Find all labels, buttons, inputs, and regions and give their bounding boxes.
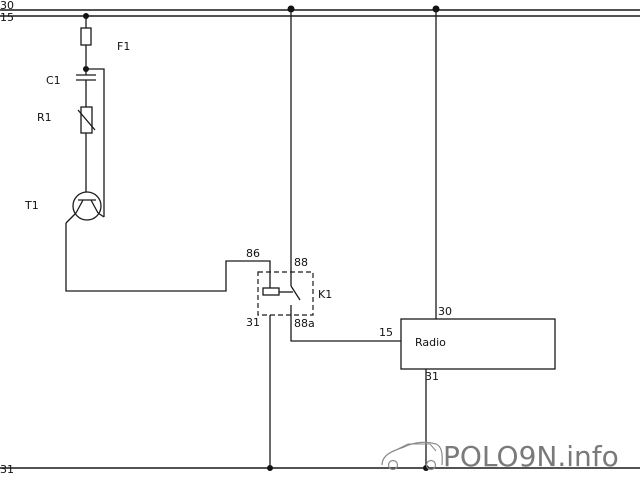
resistor-r1	[77, 106, 96, 192]
radio-box	[400, 318, 556, 370]
resistor-label: R1	[37, 111, 52, 124]
feedback-wire	[86, 68, 105, 217]
relay-label: K1	[318, 288, 332, 301]
capacitor-c1	[76, 74, 96, 107]
rail-15-label: 15	[0, 11, 14, 24]
radio-label: Radio	[415, 336, 446, 349]
transistor-t1	[65, 191, 105, 224]
relay-pin-88: 88	[294, 256, 308, 269]
fuse-f1	[80, 16, 92, 75]
relay-pin-86: 86	[246, 247, 260, 260]
switched-wire	[290, 315, 401, 342]
radio-pin-30: 30	[438, 305, 452, 318]
fuse-label: F1	[117, 40, 130, 53]
rail-30-label: 30	[0, 0, 14, 12]
logo-car-icon	[381, 441, 443, 471]
radio-pin-15: 15	[379, 326, 393, 339]
transistor-label: T1	[24, 199, 39, 212]
capacitor-label: C1	[46, 74, 61, 87]
rail-31-label: 31	[0, 463, 14, 476]
radio-pin-31: 31	[425, 370, 439, 383]
relay-k1	[257, 271, 314, 316]
logo-text: POLO9N.info	[443, 440, 619, 473]
relay-pin-88a: 88a	[294, 317, 315, 330]
coil-drive-wire	[65, 223, 271, 292]
relay-pin-31: 31	[246, 316, 260, 329]
